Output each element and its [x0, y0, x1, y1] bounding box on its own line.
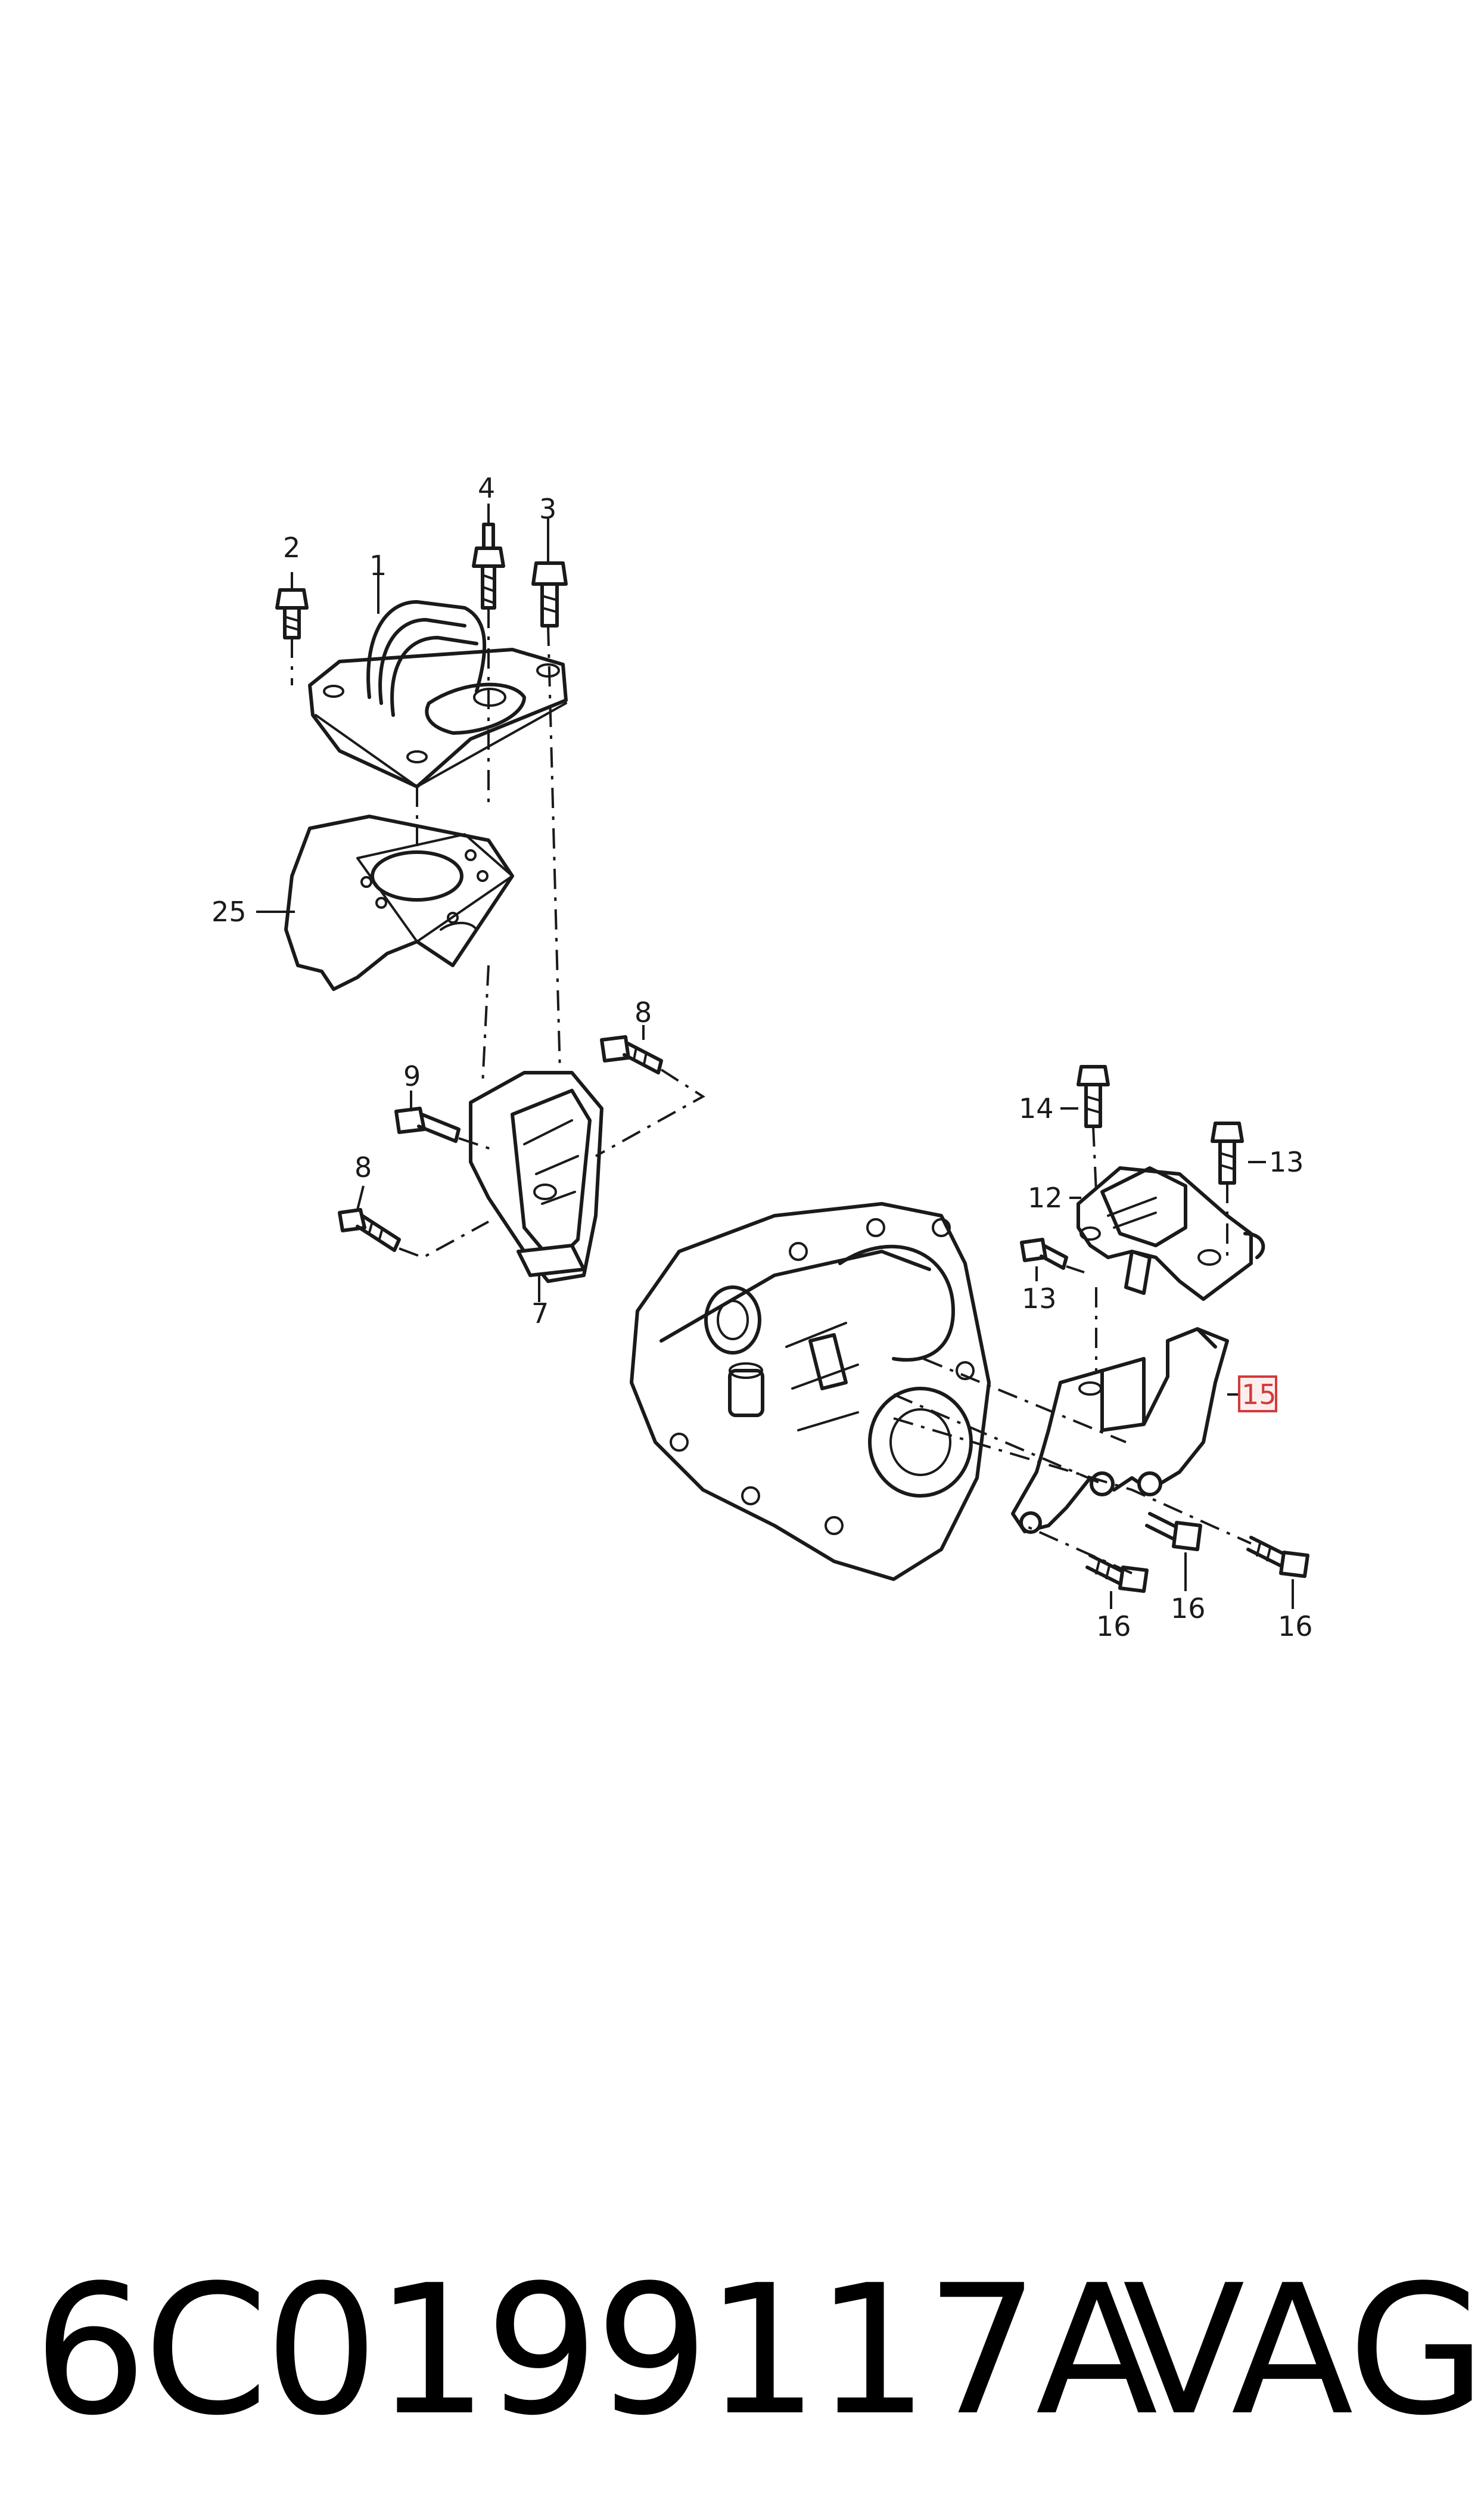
leader-lines	[256, 504, 1294, 1609]
callout-8-lower: 8	[354, 1151, 372, 1184]
callout-13-right: 13	[1269, 1146, 1304, 1178]
callout-15-highlight	[1238, 1375, 1277, 1412]
callout-13-left: 13	[1022, 1282, 1057, 1315]
bolt-part-8-lower	[338, 1208, 401, 1252]
callout-25: 25	[211, 896, 247, 928]
assembly-lines	[291, 608, 1252, 1574]
bolt-part-13-left	[1020, 1238, 1068, 1270]
bolt-part-2	[275, 588, 309, 639]
callout-12: 12	[1028, 1182, 1063, 1214]
heat-shield-part-25	[284, 815, 514, 991]
callout-4: 4	[478, 472, 495, 504]
callout-16-left: 16	[1096, 1610, 1131, 1642]
callout-16-middle: 16	[1171, 1592, 1206, 1625]
brand-name: VAG	[1122, 2247, 1484, 2455]
bolt-part-16-right	[1246, 1536, 1309, 1578]
callout-8-upper: 8	[634, 996, 652, 1029]
part-number: 6C0199117A	[33, 2247, 1158, 2455]
bolt-part-8-upper	[600, 1035, 663, 1074]
bolt-part-3	[531, 561, 568, 628]
engine-mount-part-1	[308, 600, 568, 788]
callout-labels: 2 1 4 3 25 8 9 8 7 14 13 12 13 15 16 16 …	[211, 472, 1313, 1642]
bracket-part-15	[1011, 1327, 1229, 1534]
callout-1: 1	[369, 549, 387, 582]
bolt-part-9	[394, 1107, 461, 1143]
callout-7: 7	[531, 1297, 549, 1330]
callout-16-right: 16	[1278, 1610, 1313, 1642]
callout-15: 15	[1242, 1378, 1277, 1411]
callout-14: 14	[1019, 1092, 1054, 1125]
callout-3: 3	[539, 493, 556, 525]
bolt-part-16-middle	[1145, 1512, 1202, 1551]
gearbox-housing	[630, 1202, 991, 1581]
callout-2: 2	[283, 532, 300, 564]
bolt-part-4	[472, 523, 505, 610]
bolt-part-13-right	[1211, 1122, 1244, 1185]
bolt-part-14	[1077, 1065, 1110, 1128]
footer-caption: 6C0199117A VAG	[0, 2253, 1484, 2449]
callout-9: 9	[403, 1060, 421, 1092]
gearbox-mount-part-12	[1077, 1166, 1265, 1301]
bracket-part-7	[469, 1071, 603, 1283]
bolt-part-16-left	[1085, 1554, 1149, 1593]
